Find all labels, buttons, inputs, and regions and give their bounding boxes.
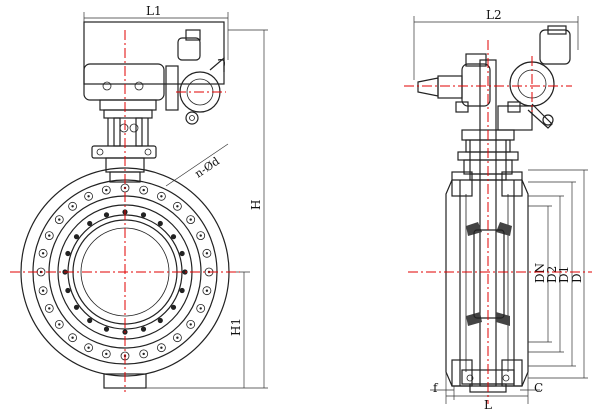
inner-bolt-hole bbox=[157, 220, 163, 227]
inner-bolt-hole bbox=[103, 212, 110, 218]
flange-bolt-hole-center bbox=[41, 289, 45, 292]
flange-bolt-hole bbox=[68, 333, 77, 343]
flange-bolt-hole bbox=[38, 248, 48, 258]
flange-bolt-hole bbox=[139, 349, 149, 359]
flange-bolt-hole bbox=[202, 286, 212, 296]
flange-bolt-hole-center bbox=[105, 188, 108, 192]
label-dn: DN bbox=[533, 263, 547, 283]
inner-bolt-hole bbox=[73, 234, 80, 240]
flange-bolt-hole-center bbox=[142, 352, 145, 356]
flange-bolt-hole-center bbox=[160, 346, 163, 349]
flange-bolt-hole bbox=[54, 319, 64, 329]
flange-bolt-hole-center bbox=[71, 336, 74, 339]
dim-l2: L2 bbox=[413, 8, 579, 80]
label-l1: L1 bbox=[146, 4, 162, 18]
flange-bolt-hole-center bbox=[105, 352, 108, 356]
flange-bolt-hole bbox=[84, 191, 93, 201]
side-view: L2 bbox=[404, 8, 592, 412]
flange-bolt-hole bbox=[101, 185, 111, 195]
flange-bolt-hole bbox=[196, 303, 206, 313]
flange-bolt-hole-center bbox=[199, 234, 202, 237]
label-l2: L2 bbox=[486, 8, 502, 22]
label-d2: D2 bbox=[545, 266, 559, 283]
flange-bolt-hole-center bbox=[71, 205, 74, 208]
flange-bolt-hole bbox=[44, 303, 54, 313]
dim-h: H bbox=[146, 29, 268, 389]
flange-bolt-hole bbox=[44, 231, 54, 241]
front-view: L1 bbox=[10, 4, 268, 392]
dim-bottom: f L C bbox=[430, 372, 543, 412]
actuator-gearbox bbox=[83, 21, 225, 125]
flange-bolt-hole bbox=[38, 286, 48, 296]
inner-bolt-hole bbox=[179, 250, 185, 257]
flange-bolt-hole-center bbox=[160, 195, 163, 198]
flange-bolt-hole bbox=[68, 201, 77, 211]
flange-bolt-hole-center bbox=[205, 289, 209, 292]
flange-bolt-hole-center bbox=[176, 336, 179, 339]
label-h1: H1 bbox=[229, 318, 243, 336]
label-d: D bbox=[570, 273, 584, 283]
flange-bolt-hole-center bbox=[189, 218, 192, 221]
flange-bolt-hole-center bbox=[176, 205, 179, 208]
flange-bolt-hole bbox=[202, 248, 212, 258]
flange-bolt-hole bbox=[186, 215, 196, 225]
flange-bolt-hole bbox=[172, 333, 182, 343]
flange-bolt-hole bbox=[54, 215, 64, 225]
inner-bolt-hole bbox=[87, 317, 93, 324]
label-h: H bbox=[249, 200, 263, 210]
inner-bolt-hole bbox=[65, 287, 71, 294]
bolt-callout: n-Ød bbox=[165, 143, 229, 187]
flange-bolt-hole bbox=[196, 231, 206, 241]
flange-bolt-hole-center bbox=[58, 218, 61, 221]
side-body bbox=[445, 171, 529, 393]
side-actuator bbox=[417, 25, 571, 131]
flange-bolt-hole bbox=[172, 201, 182, 211]
flange-bolt-holes bbox=[36, 183, 214, 361]
flange-bolt-hole bbox=[186, 319, 196, 329]
inner-bolt-holes bbox=[62, 209, 188, 335]
inner-bolt-hole bbox=[65, 250, 71, 257]
flange-bolt-hole-center bbox=[87, 195, 90, 198]
flange-bolt-hole-center bbox=[87, 346, 90, 349]
flange-bolt-hole-center bbox=[41, 252, 45, 255]
flange-bolt-hole bbox=[84, 343, 93, 353]
dim-l1: L1 bbox=[83, 4, 229, 70]
flange-bolt-hole-center bbox=[142, 188, 145, 192]
flange-bolt-hole-center bbox=[189, 323, 192, 326]
flange-bolt-hole bbox=[139, 185, 149, 195]
flange-bolt-hole-center bbox=[58, 323, 61, 326]
inner-bolt-hole bbox=[170, 234, 177, 240]
flange-bolt-hole bbox=[156, 191, 166, 201]
flange-bolt-hole-center bbox=[205, 252, 209, 255]
flange-bolt-hole-center bbox=[199, 307, 202, 310]
label-f: f bbox=[433, 381, 439, 395]
label-l: L bbox=[484, 398, 492, 412]
inner-bolt-hole bbox=[87, 220, 93, 227]
label-n-d: n-Ød bbox=[192, 155, 222, 181]
inner-bolt-hole bbox=[103, 326, 110, 332]
label-c: C bbox=[534, 381, 543, 395]
inner-bolt-hole bbox=[179, 287, 185, 294]
inner-bolt-hole bbox=[140, 326, 147, 332]
dim-h1: H1 bbox=[229, 271, 250, 388]
flange-bolt-hole bbox=[101, 349, 111, 359]
inner-bolt-hole bbox=[170, 304, 177, 310]
flange-bolt-hole-center bbox=[48, 234, 51, 237]
label-d1: D1 bbox=[557, 266, 571, 283]
flange-bolt-hole-center bbox=[48, 307, 51, 310]
flange-bolt-hole bbox=[156, 343, 166, 353]
inner-bolt-hole bbox=[73, 304, 80, 310]
inner-bolt-hole bbox=[157, 317, 163, 324]
inner-bolt-hole bbox=[140, 212, 147, 218]
dim-diameters: DN D2 D1 D bbox=[528, 169, 588, 379]
